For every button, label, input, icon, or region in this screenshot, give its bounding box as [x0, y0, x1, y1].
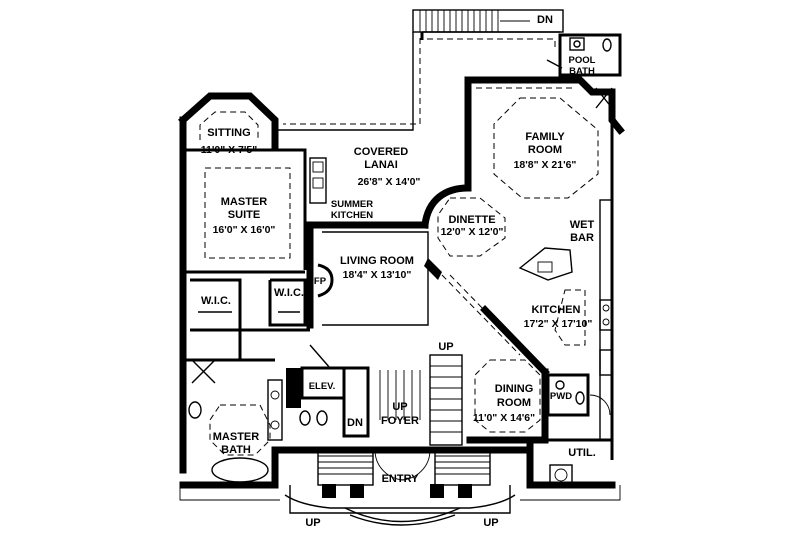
powder-name: PWD [550, 391, 572, 402]
master-suite-dims: 16'0" X 16'0" [213, 224, 276, 236]
sitting-bay [178, 92, 279, 474]
living-room-name: LIVING ROOM [340, 255, 414, 267]
lanai-outline [274, 31, 560, 140]
up-label-right: UP [483, 517, 498, 529]
family-room-name-1: FAMILY [525, 131, 565, 143]
summer-kitchen [306, 157, 429, 229]
foyer-name-2: FOYER [381, 415, 419, 427]
utility-name: UTIL. [568, 447, 596, 459]
dinette-name: DINETTE [448, 214, 495, 226]
dining-room [466, 359, 549, 444]
kitchen-dims: 17'2" X 17'10" [524, 318, 593, 330]
summer-kitchen-name-2: KITCHEN [331, 210, 373, 221]
labels: DN POOL BATH SITTING 11'0" X 7'5" COVERE… [201, 14, 596, 529]
up-label-center: UP [438, 341, 453, 353]
master-suite-name-2: SUITE [228, 209, 260, 221]
master-suite [183, 148, 307, 274]
family-room-dims: 18'8" X 21'6" [514, 159, 577, 171]
pool-bath-name-2: BATH [569, 66, 595, 77]
master-bath-name-2: BATH [221, 444, 251, 456]
dinette-dims: 12'0" X 12'0" [441, 226, 504, 238]
summer-kitchen-name-1: SUMMER [331, 199, 373, 210]
dn-label-foyer: DN [347, 417, 363, 429]
pool-bath [546, 33, 622, 77]
entry-name: ENTRY [382, 473, 420, 485]
wic-right-name: W.I.C. [274, 287, 304, 299]
elevator-name: ELEV. [309, 381, 336, 392]
master-bath [179, 330, 283, 489]
living-room [306, 221, 442, 329]
dining-name-1: DINING [495, 383, 534, 395]
core [286, 344, 463, 446]
walk-in-closets [190, 278, 310, 332]
diagonal-wall [441, 274, 550, 377]
dining-dims: 11'0" X 14'6" [473, 412, 535, 424]
master-suite-name-1: MASTER [221, 196, 268, 208]
dn-label-top: DN [537, 14, 553, 26]
foyer-name-1: UP [392, 401, 407, 413]
wic-left-name: W.I.C. [201, 295, 231, 307]
wet-bar-name-2: BAR [570, 232, 594, 244]
family-room-name-2: ROOM [528, 144, 562, 156]
living-room-dims: 18'4" X 13'10" [343, 269, 412, 281]
dinette-bay [421, 184, 506, 257]
pool-bath-name-1: POOL [569, 55, 596, 66]
lanai-dims: 26'8" X 14'0" [358, 176, 421, 188]
wet-bar-name-1: WET [570, 219, 595, 231]
front-entry [179, 446, 621, 526]
up-label-left: UP [305, 517, 320, 529]
kitchen-name: KITCHEN [532, 304, 581, 316]
lanai-name-2: LANAI [364, 159, 398, 171]
sitting-name: SITTING [207, 127, 250, 139]
master-bath-name-1: MASTER [213, 431, 260, 443]
dining-name-2: ROOM [497, 397, 531, 409]
sitting-dims: 11'0" X 7'5" [201, 144, 257, 156]
fireplace-name: FP [314, 276, 327, 287]
lanai-name-1: COVERED [354, 146, 408, 158]
